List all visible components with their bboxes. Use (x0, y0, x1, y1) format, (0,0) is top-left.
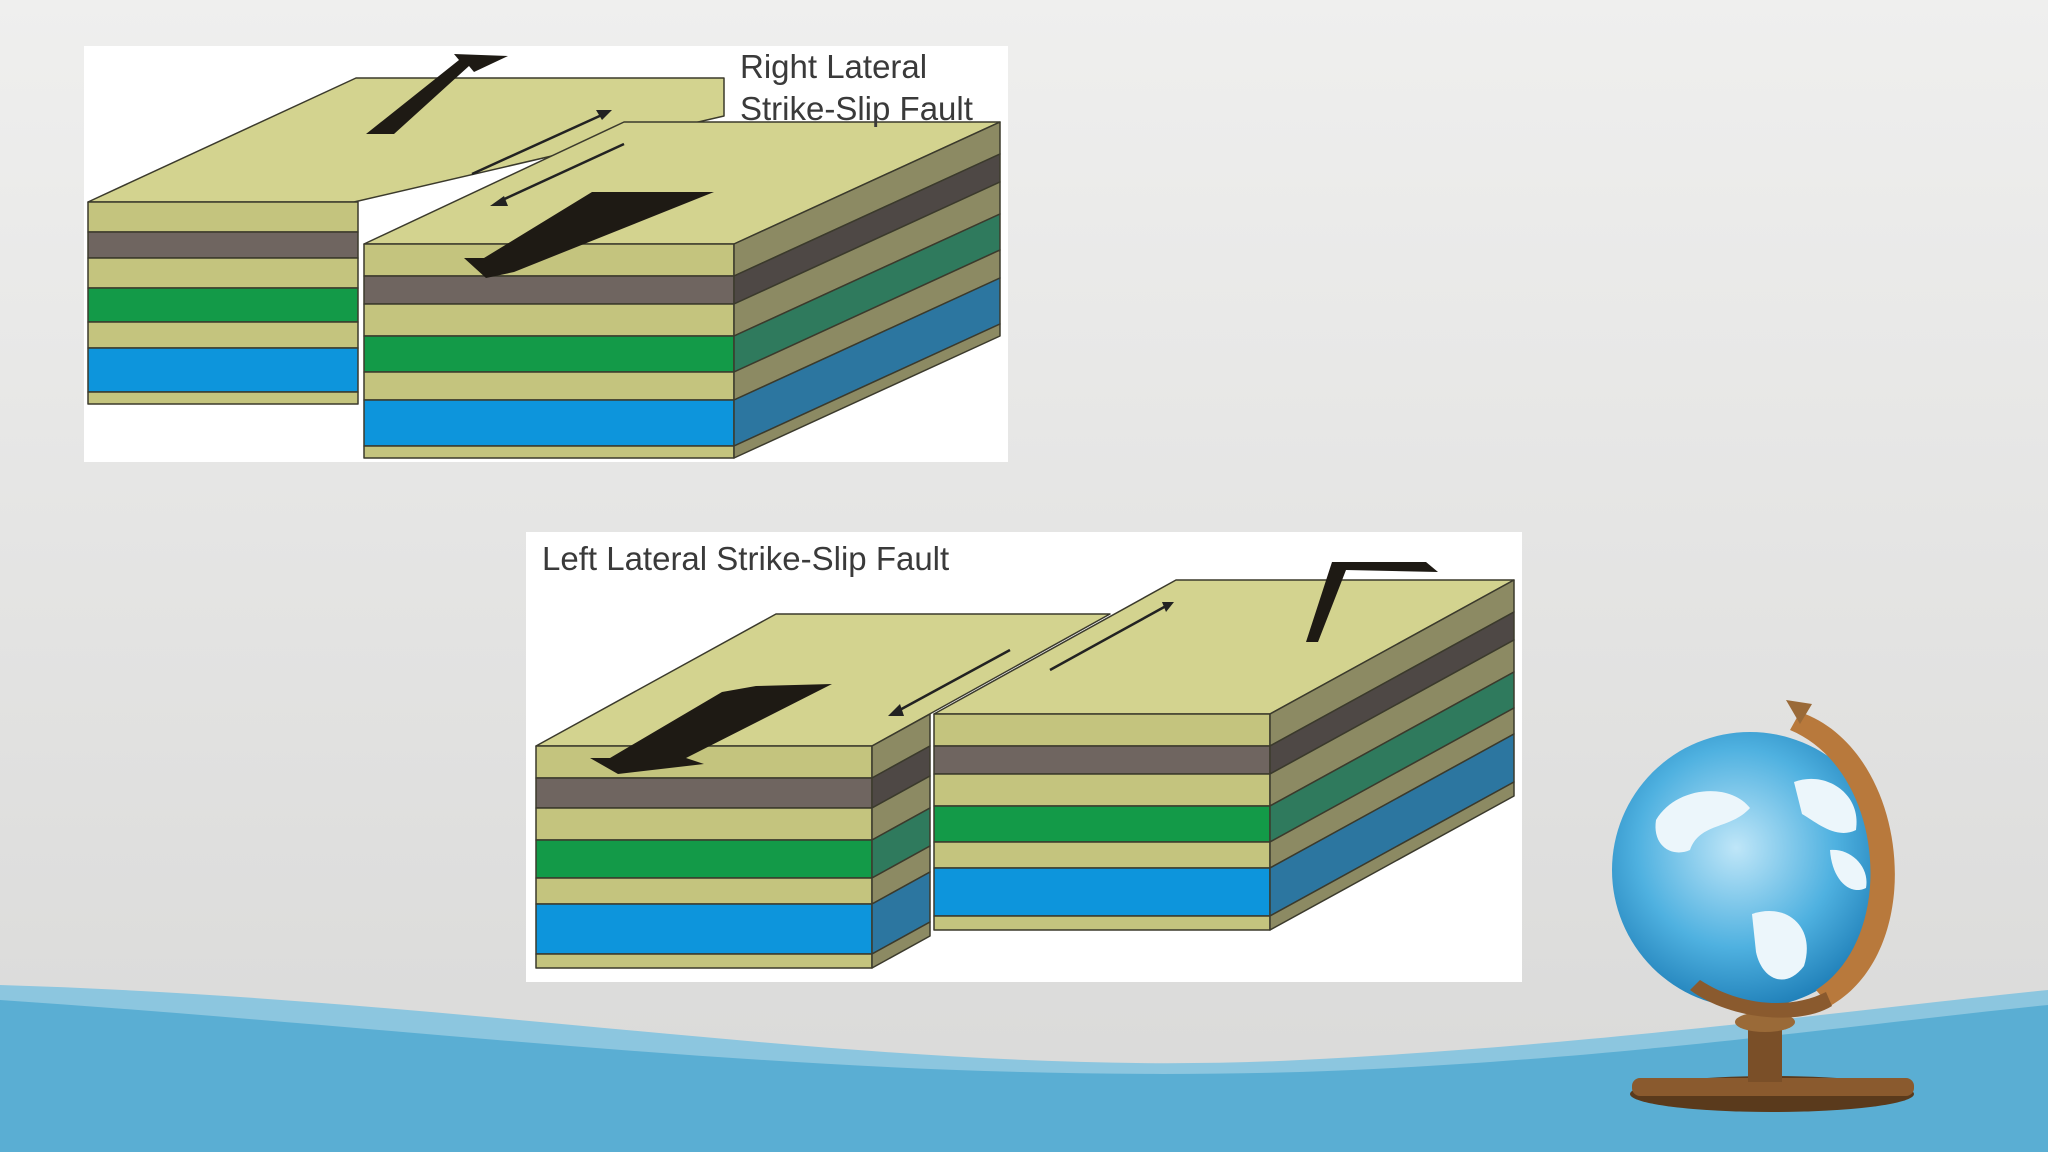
left-lateral-fault-diagram: Left Lateral Strike-Slip Fault (526, 532, 1522, 982)
right-lateral-fault-diagram: Right Lateral Strike-Slip Fault (84, 46, 1008, 462)
left-layer-green (535, 839, 873, 879)
back-layer-blue (87, 347, 359, 393)
back-layer-khaki-4 (87, 391, 359, 405)
front-layer-khaki-4 (363, 445, 735, 459)
left-block-motion-arrow (590, 684, 832, 774)
left-layer-khaki-3 (535, 877, 873, 905)
front-layer-brown (363, 275, 735, 305)
right-layer-green (933, 805, 1271, 843)
back-layer-brown (87, 231, 359, 259)
caption-line-1: Right Lateral (740, 48, 928, 85)
left-side-khaki-4 (871, 921, 931, 969)
right-layer-blue (933, 867, 1271, 917)
right-lateral-caption: Right Lateral Strike-Slip Fault (740, 46, 973, 130)
front-layer-blue (363, 399, 735, 447)
right-layer-khaki-2 (933, 773, 1271, 807)
globe-on-stand-icon (1580, 690, 2000, 1135)
right-lateral-block-svg (87, 54, 1001, 459)
wave-main-band (0, 1000, 2048, 1152)
caption-line-1: Left Lateral Strike-Slip Fault (542, 540, 950, 577)
fault-relative-motion-arrows (471, 110, 625, 206)
right-block-motion-arrow (1208, 562, 1438, 642)
fault-relative-motion-arrows (888, 602, 1174, 716)
right-side-khaki-4 (1269, 781, 1515, 931)
caption-line-2: Strike-Slip Fault (740, 90, 973, 128)
right-layer-khaki-3 (933, 841, 1271, 869)
back-layer-khaki-2 (87, 257, 359, 289)
back-block-motion-arrow (366, 54, 508, 134)
left-layer-khaki-4 (535, 953, 873, 969)
left-layer-khaki-1 (535, 745, 873, 779)
front-block-motion-arrow (464, 192, 714, 278)
right-layer-brown (933, 745, 1271, 775)
back-layer-green (87, 287, 359, 323)
back-layer-khaki-1 (87, 201, 359, 233)
right-layer-khaki-4 (933, 915, 1271, 931)
right-layer-khaki-1 (933, 713, 1271, 747)
left-layer-blue (535, 903, 873, 955)
front-side-khaki-4 (733, 323, 1001, 459)
back-layer-khaki-3 (87, 321, 359, 349)
front-layer-green (363, 335, 735, 373)
left-lateral-caption: Left Lateral Strike-Slip Fault (542, 538, 949, 580)
left-layer-khaki-2 (535, 807, 873, 841)
front-layer-khaki-3 (363, 371, 735, 401)
front-layer-khaki-2 (363, 303, 735, 337)
left-layer-brown (535, 777, 873, 809)
left-lateral-block-svg (535, 562, 1515, 969)
